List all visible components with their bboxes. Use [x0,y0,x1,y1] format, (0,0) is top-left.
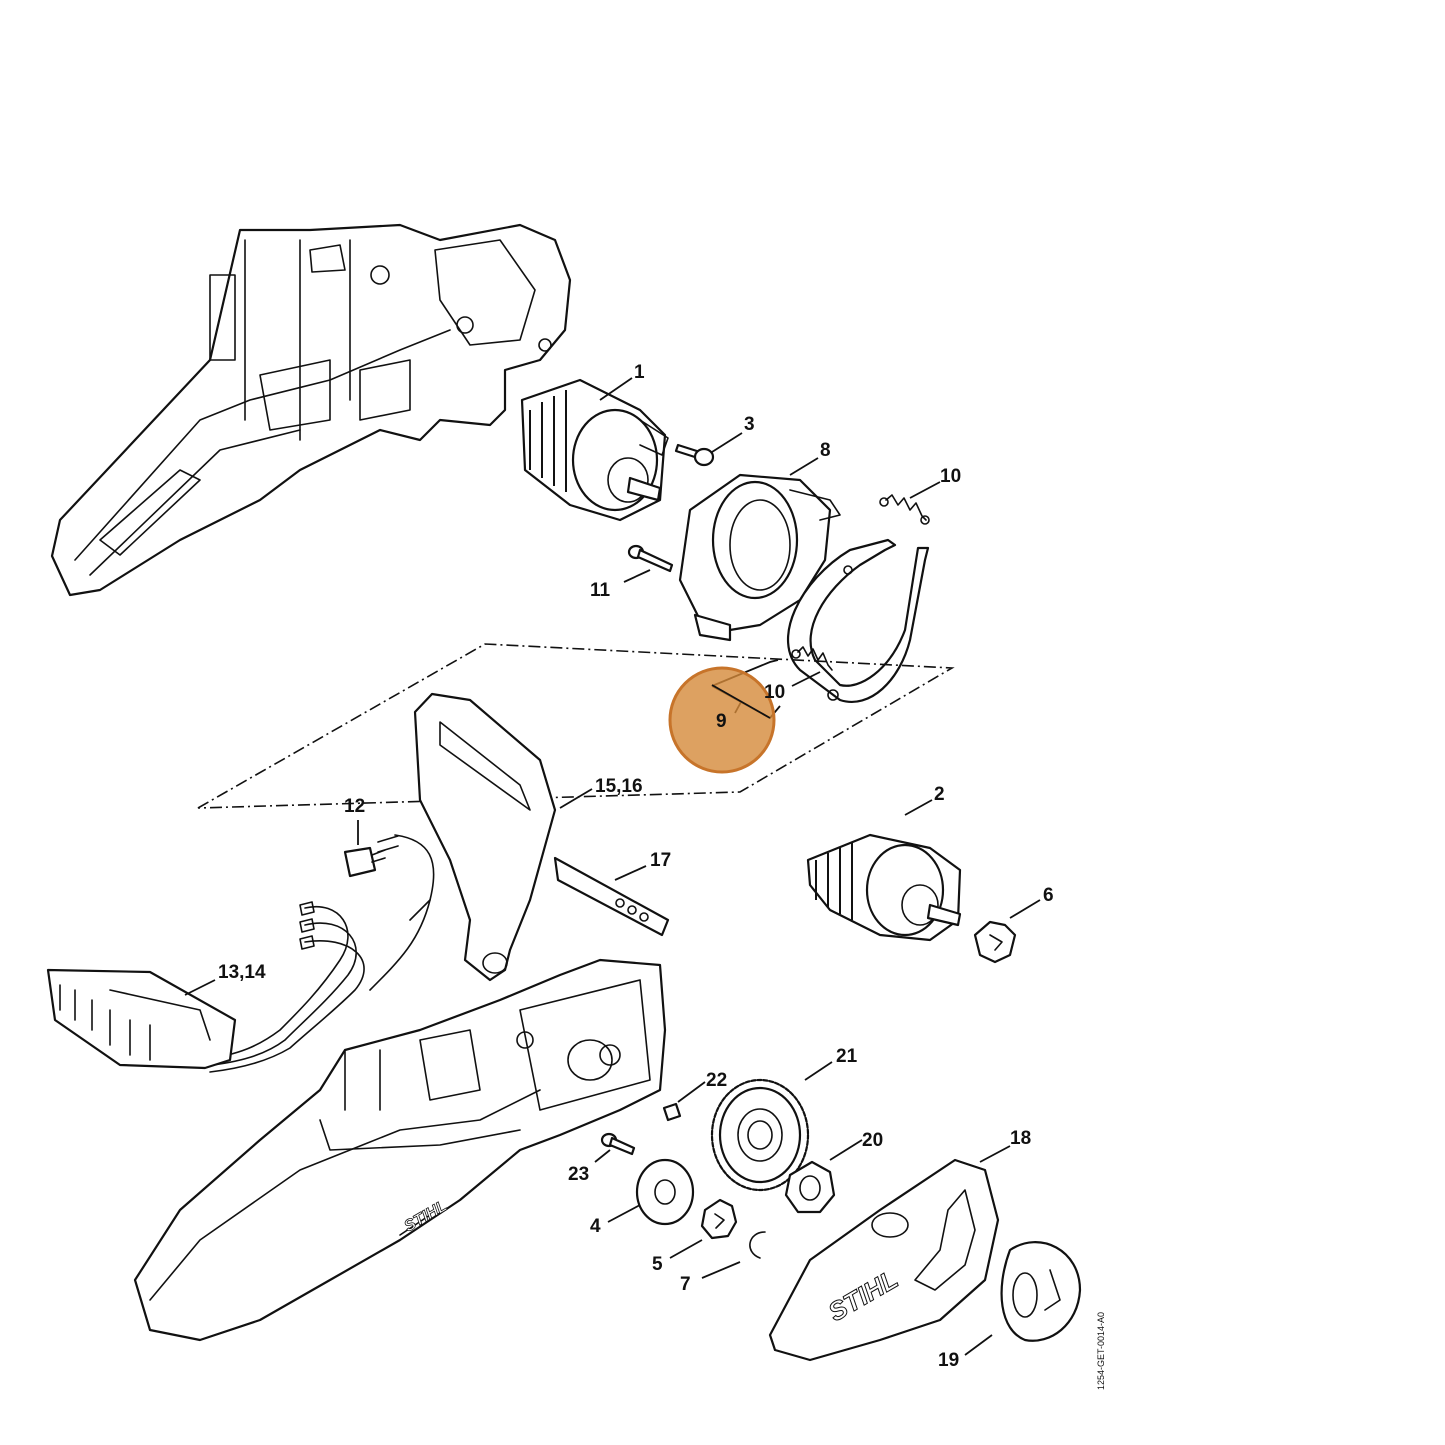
label-part-11: 11 [590,580,611,601]
brake-band-part-9 [787,538,930,703]
clip-part-7 [749,1231,766,1259]
cap-part-19 [1000,1241,1082,1342]
spring-part-10-lower [791,646,833,671]
label-part-9: 9 [716,711,727,732]
drawing-code: 1254-GET-0014-A0 [1096,1312,1106,1390]
sprocket-part-5 [700,1198,738,1240]
sticker-part-17 [553,856,670,937]
screw-part-23 [600,1132,636,1156]
lower-housing-shell: STIHL [133,958,667,1342]
motor-part-1 [520,378,669,522]
label-part-3: 3 [744,414,755,435]
label-part-22: 22 [706,1070,727,1091]
sprocket-cover-part-18: STIHL [768,1158,1000,1362]
spring-part-10-upper [879,494,930,525]
upper-housing-shell [50,223,572,597]
label-part-12: 12 [344,796,365,817]
motor-part-2 [806,833,962,942]
assembly-outline-dashed [197,643,955,809]
label-part-4: 4 [590,1216,601,1237]
label-part-17: 17 [650,850,671,871]
label-part-8: 8 [820,440,831,461]
label-part-13-14: 13,14 [218,962,266,983]
label-part-2: 2 [934,784,945,805]
screw-part-22 [662,1102,682,1122]
label-part-6: 6 [1043,885,1054,906]
highlight-marker [668,666,776,774]
label-part-18: 18 [1010,1128,1031,1149]
wiring-harness-part-13-14 [46,899,431,1073]
label-part-5: 5 [652,1254,663,1275]
sprocket-part-6 [973,920,1017,964]
nut-part-20 [784,1160,836,1214]
brake-housing-part-8 [678,473,841,642]
gear-part-21 [710,1078,810,1192]
label-part-23: 23 [568,1164,589,1185]
label-part-10-upper: 10 [940,466,961,487]
screw-part-11 [627,544,674,573]
label-part-19: 19 [938,1350,959,1371]
label-part-20: 20 [862,1130,883,1151]
label-part-7: 7 [680,1274,691,1295]
screw-part-3 [674,443,715,467]
flange-part-4 [635,1158,695,1226]
label-part-21: 21 [836,1046,858,1067]
switch-part-12 [343,834,435,921]
label-part-10-lower: 10 [764,682,785,703]
label-part-1: 1 [634,362,645,383]
label-part-15-16: 15,16 [595,776,643,797]
hand-guard-part-15-16 [413,692,557,982]
